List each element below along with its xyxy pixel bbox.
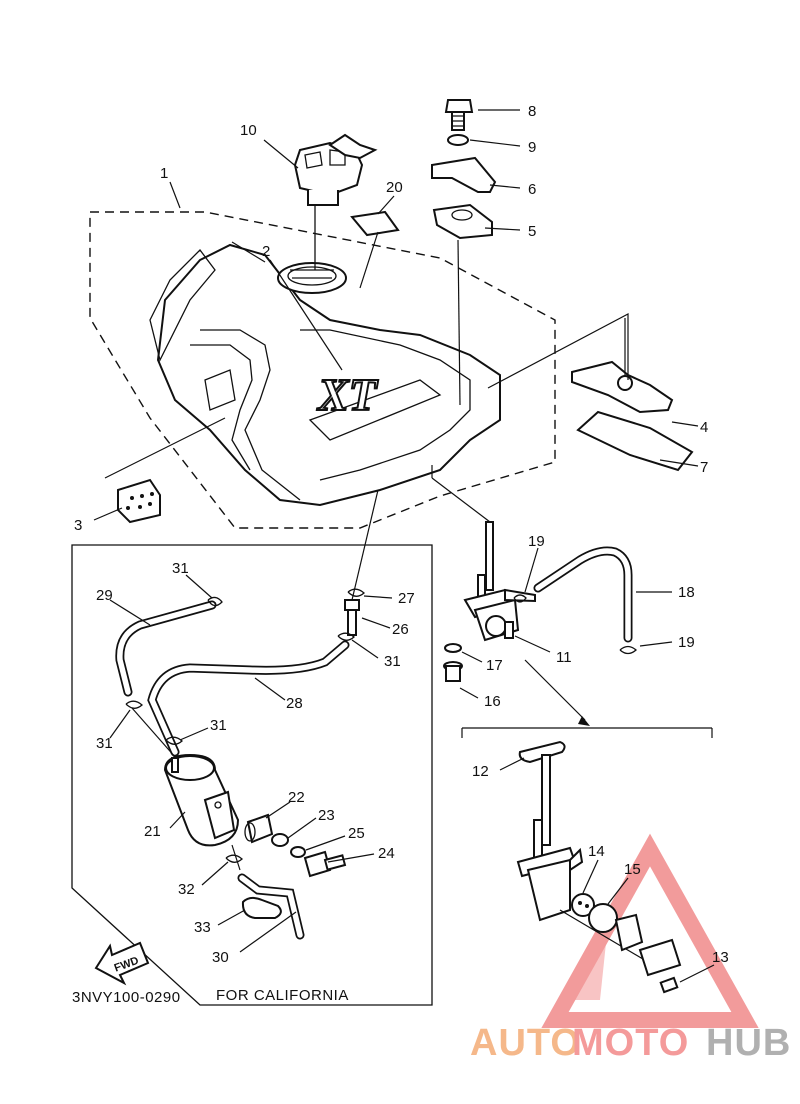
- label-30: 30: [212, 949, 229, 966]
- label-32: 32: [178, 881, 195, 898]
- union-26: [344, 489, 379, 636]
- label-19-upper: 19: [528, 533, 545, 550]
- label-11: 11: [556, 649, 572, 666]
- label-14: 14: [588, 843, 605, 860]
- charcoal-canister: [163, 753, 240, 847]
- watermark-auto: AUTO: [470, 1022, 581, 1064]
- label-31-mid: 31: [210, 717, 227, 734]
- washer-9: [447, 134, 469, 146]
- label-25: 25: [348, 825, 365, 842]
- label-27: 27: [398, 590, 415, 607]
- leader-lines: [93, 109, 715, 983]
- label-2: 2: [262, 243, 270, 260]
- label-13: 13: [712, 949, 729, 966]
- label-22: 22: [288, 789, 305, 806]
- label-19-lower: 19: [678, 634, 695, 651]
- clip-19b: [619, 645, 637, 655]
- damper-5: [432, 203, 493, 240]
- clip-32: [225, 854, 243, 863]
- clip-31d: [165, 736, 183, 745]
- bolt-8: [444, 99, 474, 131]
- label-6: 6: [528, 181, 536, 198]
- watermark-logo-triangle: [541, 833, 759, 1028]
- label-1: 1: [160, 165, 168, 182]
- clip-27: [347, 588, 365, 597]
- label-5: 5: [528, 223, 536, 240]
- forward-arrow-icon: FWD: [94, 941, 150, 986]
- clip-31c: [125, 700, 143, 709]
- label-23: 23: [318, 807, 335, 824]
- california-caption: FOR CALIFORNIA: [216, 987, 349, 1004]
- label-plate: [350, 210, 400, 237]
- fuel-cock: [431, 465, 536, 642]
- screw-16: [443, 661, 463, 682]
- label-15: 15: [624, 861, 641, 878]
- label-26: 26: [392, 621, 409, 638]
- label-7: 7: [700, 459, 708, 476]
- damper-plate-7: [576, 410, 694, 472]
- bolt-24: [303, 850, 347, 878]
- union-22: [244, 813, 274, 844]
- fuel-tank: XT: [149, 243, 501, 507]
- label-17: 17: [486, 657, 503, 674]
- diagram-code: 3NVY100-0290: [72, 989, 181, 1006]
- label-3: 3: [74, 517, 82, 534]
- label-21: 21: [144, 823, 161, 840]
- label-8: 8: [528, 103, 536, 120]
- damper-cushion: [104, 417, 226, 524]
- label-9: 9: [528, 139, 536, 156]
- lever-13: [614, 913, 682, 994]
- label-31-top: 31: [172, 560, 189, 577]
- label-20: 20: [386, 179, 403, 196]
- clip-19a: [513, 594, 527, 603]
- gasket-12: [518, 740, 566, 764]
- o-ring-15: [588, 903, 618, 933]
- tank-logo-text: XT: [316, 369, 379, 420]
- watermark-moto: MOTO: [572, 1022, 689, 1064]
- clamp-33: [241, 896, 282, 919]
- hose-28: [147, 640, 350, 757]
- label-31-right: 31: [384, 653, 401, 670]
- label-31-left: 31: [96, 735, 113, 752]
- tank-assembly-dashed-outline: [89, 211, 556, 529]
- clip-31b: [337, 632, 355, 641]
- seat-bracket-4: [571, 318, 674, 414]
- gasket-14: [571, 893, 595, 917]
- label-16: 16: [484, 693, 501, 710]
- bracket-6: [431, 156, 497, 193]
- part-labels: 1 2 3 4 5 6 7 8 9 10 11 12 13 14 15 16 1…: [74, 103, 729, 966]
- clip-31a: [207, 596, 223, 607]
- label-24: 24: [378, 845, 395, 862]
- fuel-cock-detail: [516, 754, 649, 963]
- watermark-text: AUTO MOTO HUB: [470, 1022, 791, 1064]
- washer-23: [271, 833, 289, 847]
- label-33: 33: [194, 919, 211, 936]
- california-box-outline: [71, 544, 433, 1006]
- label-29: 29: [96, 587, 113, 604]
- o-ring-17: [444, 643, 462, 653]
- label-10: 10: [240, 122, 257, 139]
- washer-25: [290, 846, 306, 858]
- label-12: 12: [472, 763, 489, 780]
- label-4: 4: [700, 419, 708, 436]
- watermark-hub: HUB: [706, 1022, 791, 1064]
- tank-cap: [293, 133, 378, 270]
- label-18: 18: [678, 584, 695, 601]
- fuel-hose-18: [533, 546, 633, 643]
- label-28: 28: [286, 695, 303, 712]
